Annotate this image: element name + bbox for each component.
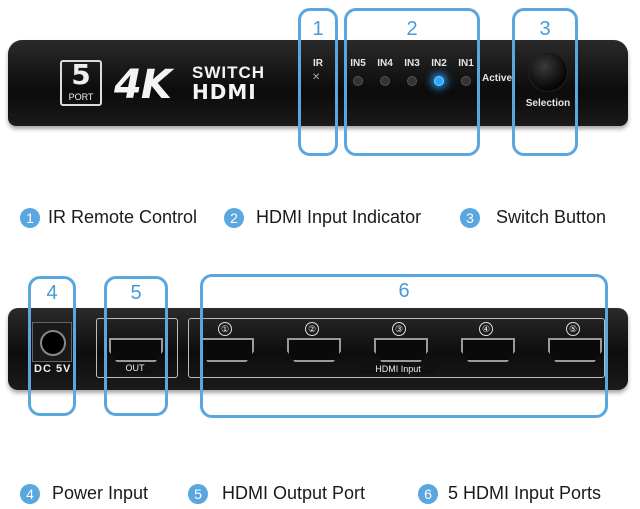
port-number-3: ③ [392,322,406,336]
input-frame [188,318,605,378]
led-in5 [353,76,363,86]
callout-box-selection [512,8,578,156]
callout-box-output [104,276,168,416]
callout-number-4: 4 [46,282,58,304]
selection-button[interactable] [528,52,568,92]
callout-number-1: 1 [312,18,324,40]
legend-text-hdmi-output: HDMI Output Port [222,483,366,503]
legend-text-input-indicator: HDMI Input Indicator [256,207,422,227]
hdmi-input-port-3 [374,338,428,362]
callout-number-5: 5 [130,282,142,304]
callout-number-3: 3 [539,18,551,40]
legend-text-hdmi-inputs: 5 HDMI Input Ports [448,483,602,503]
port-number-5: ⑤ [566,322,580,336]
port-badge [60,60,102,106]
legend-marker-3: 3 [460,208,480,228]
hdmi-input-port-4 [461,338,515,362]
port-count: 5 [71,58,91,91]
input-label-in4: IN4 [377,58,393,69]
active-label: Active [481,73,512,84]
selection-label: Selection [525,98,571,109]
input-label-in5: IN5 [350,58,366,69]
callout-box-power [28,276,76,416]
legend-marker-4: 4 [20,484,40,504]
callout-box-ir [298,8,338,156]
hdmi-input-label: HDMI Input [360,364,436,374]
legend-text-ir-remote: IR Remote Control [48,207,198,227]
callout-box-indicators [344,8,480,156]
logo-hdmi: HDMI [192,80,257,104]
input-label-in3: IN3 [404,58,420,69]
dc-label: DC 5V [34,363,72,375]
output-frame [96,318,178,378]
legend-marker-6: 6 [418,484,438,504]
hdmi-input-port-5 [548,338,602,362]
hdmi-output-port [109,338,163,362]
dc-jack-pin [40,330,66,356]
logo-switch: SWITCH [192,63,266,82]
led-in4 [380,76,390,86]
led-in3 [407,76,417,86]
ir-sensor-icon: ✕ [312,72,321,83]
hdmi-input-port-2 [287,338,341,362]
callout-box-inputs [200,274,608,418]
port-number-4: ④ [479,322,493,336]
led-in2-active [434,76,444,86]
logo-4k: 4K [114,62,172,108]
callout-number-2: 2 [406,18,418,40]
led-in1 [461,76,471,86]
out-label: OUT [118,363,152,373]
legend-marker-5: 5 [188,484,208,504]
input-label-in1: IN1 [458,58,474,69]
legend-marker-1: 1 [20,208,40,228]
port-number-2: ② [305,322,319,336]
callout-number-6: 6 [398,280,410,302]
port-word: PORT [68,92,94,102]
input-label-in2: IN2 [431,58,447,69]
legend-marker-2: 2 [224,208,244,228]
legend-text-power-input: Power Input [52,483,149,503]
legend-text-switch-button: Switch Button [496,207,607,227]
port-number-1: ① [218,322,232,336]
switch-front-panel [8,40,628,126]
hdmi-input-port-1 [200,338,254,362]
ir-label: IR [313,58,323,69]
